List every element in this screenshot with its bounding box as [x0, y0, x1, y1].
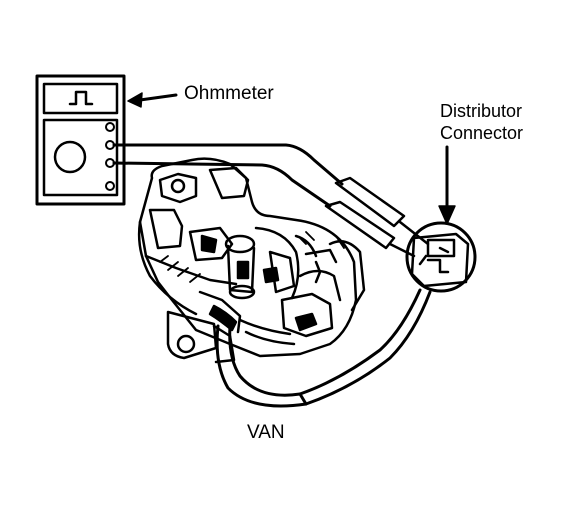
- ohmmeter: [35, 74, 126, 206]
- connector-arrow-icon: [438, 145, 456, 225]
- meter-terminals: [105, 122, 115, 191]
- distributor: [137, 157, 366, 364]
- distributor-connector: [405, 221, 477, 293]
- meter-panel: [42, 118, 119, 197]
- wiring-harness: [215, 288, 432, 408]
- test-leads: [112, 143, 430, 258]
- meter-display: [42, 82, 119, 115]
- ohmmeter-label: Ohmmeter: [184, 83, 274, 104]
- connector-label-line1: Distributor: [440, 101, 523, 121]
- distributor-connector-label: Distributor Connector: [440, 100, 523, 144]
- arrow-icon: [127, 92, 178, 108]
- view-caption: VAN: [247, 422, 285, 443]
- connector-label-line2: Connector: [440, 123, 524, 143]
- dial-knob-icon: [53, 140, 87, 174]
- square-pulse-icon: [68, 90, 94, 106]
